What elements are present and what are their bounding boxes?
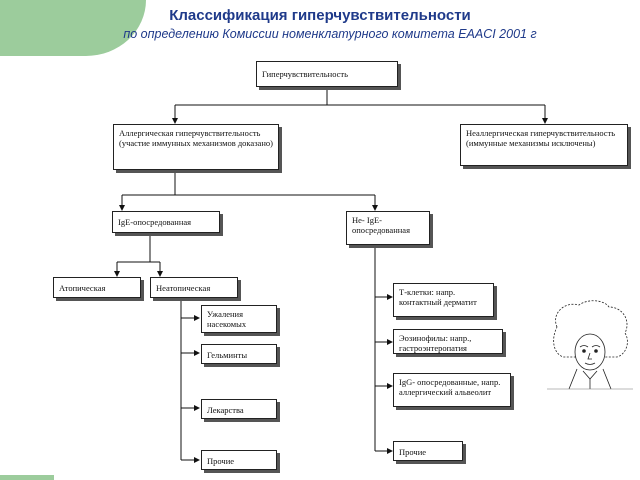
decor-corner-bottom-left xyxy=(0,475,54,480)
node-other-2: Прочие xyxy=(393,441,463,461)
node-igg: IgG- опосредованные, напр. аллергический… xyxy=(393,373,511,407)
node-atopic: Атопическая xyxy=(53,277,141,298)
node-ige: IgE-опосредованная xyxy=(112,211,220,233)
node-helminths: Гельминты xyxy=(201,344,277,364)
node-allergic: Аллергическая гиперчувствительность (уча… xyxy=(113,124,279,170)
node-nonallergic: Неаллергическая гиперчувствительность (и… xyxy=(460,124,628,166)
node-nonige: Не- IgE-опосредованная xyxy=(346,211,430,245)
node-insects: Ужаления насекомых xyxy=(201,305,277,333)
node-tcells: Т-клетки: напр. контактный дерматит xyxy=(393,283,494,317)
node-other-1: Прочие xyxy=(201,450,277,470)
decor-corner-top-left xyxy=(0,0,56,56)
node-root: Гиперчувствительность xyxy=(256,61,398,87)
node-drugs: Лекарства xyxy=(201,399,277,419)
slide-title: Классификация гиперчувствительности xyxy=(169,7,471,24)
slide-subtitle: по определению Комиссии номенклатурного … xyxy=(123,27,537,41)
cartoon-person-illustration xyxy=(547,300,633,390)
node-nonatopic: Неатопическая xyxy=(150,277,238,298)
node-eosin: Эозинофилы: напр., гастроэнтеропатия xyxy=(393,329,503,354)
